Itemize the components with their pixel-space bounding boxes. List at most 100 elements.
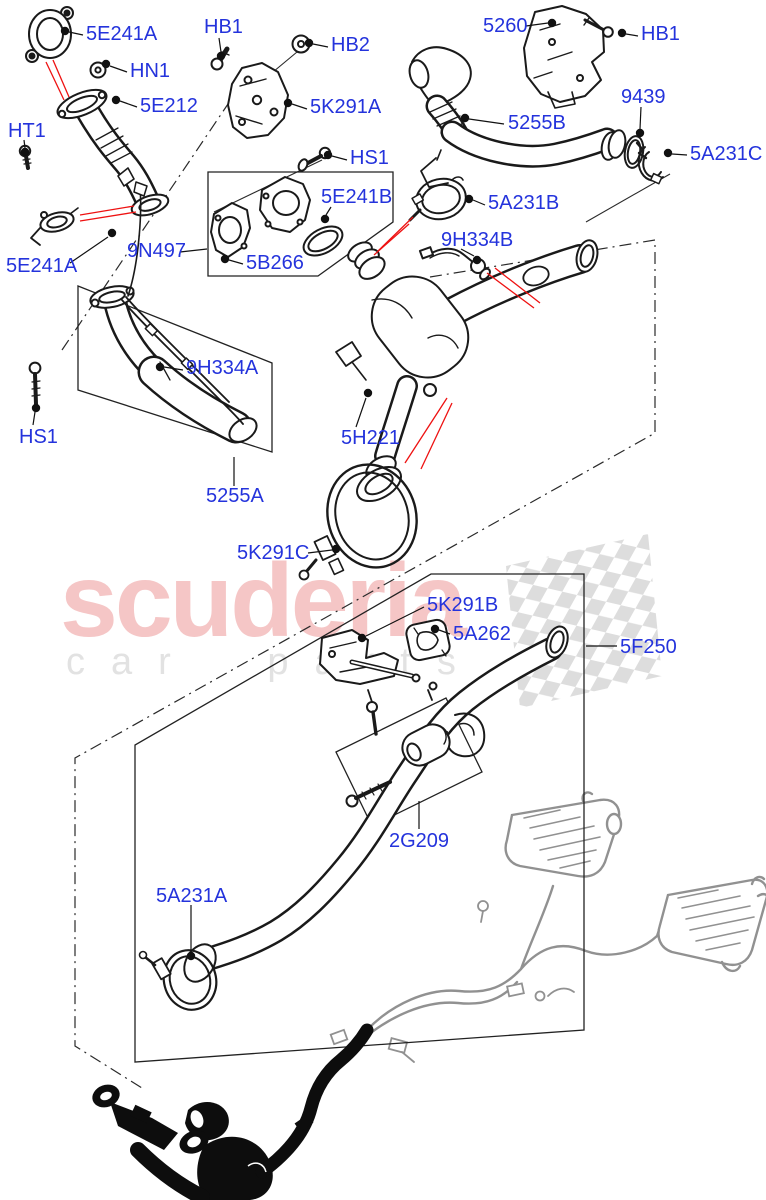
part-sensor-9h334b xyxy=(418,246,491,281)
leader-line xyxy=(625,33,639,37)
leader-line xyxy=(32,411,36,426)
part-front-pipe-5255a xyxy=(89,181,258,444)
leader-line xyxy=(468,118,505,125)
leader-dot xyxy=(323,150,333,160)
box-front-pipe xyxy=(77,285,273,453)
leader-dot xyxy=(547,18,557,28)
part-label-9N497[interactable]: 9N497 xyxy=(127,240,186,262)
part-label-5A231A[interactable]: 5A231A xyxy=(156,885,228,907)
leader-dot xyxy=(617,28,627,38)
part-label-5A231B[interactable]: 5A231B xyxy=(488,192,559,214)
callout-5k291c-23: 5K291C xyxy=(237,397,453,564)
leader-dot xyxy=(460,113,470,123)
part-clamp-5a231c xyxy=(635,141,664,185)
leader-dot xyxy=(363,388,373,398)
part-drawings xyxy=(18,5,664,1011)
leader-line xyxy=(291,103,308,110)
callout-hs1-20: HS1 xyxy=(19,403,58,448)
red-leader-line xyxy=(52,59,70,98)
part-label-5A231C[interactable]: 5A231C xyxy=(690,143,762,165)
leader-line xyxy=(472,199,486,206)
leader-line xyxy=(307,549,333,554)
callout-5b266-17: 5B266 xyxy=(220,252,304,274)
part-label-2G209[interactable]: 2G209 xyxy=(389,830,449,852)
leader-dot xyxy=(186,951,196,961)
overview-main-pipe-lower xyxy=(360,980,519,1042)
leader-line xyxy=(228,259,244,265)
box-mount-2g209 xyxy=(335,697,483,827)
part-label-5B266[interactable]: 5B266 xyxy=(246,252,304,274)
part-label-5E241A[interactable]: 5E241A xyxy=(6,255,78,277)
callout-5a231b-9: 5A231B xyxy=(373,192,559,256)
red-leader-line xyxy=(373,223,410,256)
part-label-5F250[interactable]: 5F250 xyxy=(620,636,677,658)
callout-hn1-3: HN1 xyxy=(101,59,170,82)
part-catalytic-converter-5h221 xyxy=(335,239,599,503)
callout-5a231a-28: 5A231A xyxy=(156,885,228,961)
part-label-HB2[interactable]: HB2 xyxy=(331,34,370,56)
leader-line xyxy=(68,31,84,36)
leader-line xyxy=(325,206,332,216)
leader-dot xyxy=(331,544,341,554)
part-label-HT1[interactable]: HT1 xyxy=(8,120,46,142)
part-label-5E212[interactable]: 5E212 xyxy=(140,95,198,117)
leader-line xyxy=(163,366,184,371)
part-label-5H221[interactable]: 5H221 xyxy=(341,427,400,449)
part-label-5E241A[interactable]: 5E241A xyxy=(86,23,158,45)
dash-line-upper-left xyxy=(61,103,229,351)
red-leader-line xyxy=(45,61,65,101)
leader-dot xyxy=(155,362,165,372)
part-label-HB1[interactable]: HB1 xyxy=(641,23,680,45)
part-label-HN1[interactable]: HN1 xyxy=(130,60,170,82)
part-bolt-hs1-lower xyxy=(28,361,42,406)
leader-line xyxy=(331,155,348,161)
part-label-5E241B[interactable]: 5E241B xyxy=(321,186,392,208)
leader-line xyxy=(218,37,222,53)
callout-5k291a-5: 5K291A xyxy=(283,96,382,118)
overview-center-muffler xyxy=(504,791,623,878)
part-gasket-5e241a-top xyxy=(25,6,74,63)
leader-line xyxy=(639,106,642,130)
leader-line xyxy=(69,236,109,264)
part-label-9H334A[interactable]: 9H334A xyxy=(186,357,259,379)
part-label-5K291B[interactable]: 5K291B xyxy=(427,594,498,616)
callout-5e241a-0: 5E241A xyxy=(45,23,158,101)
part-mount-2g209 xyxy=(345,723,451,808)
callout-5a262-25: 5A262 xyxy=(430,623,511,645)
callout-9h334b-15: 9H334B xyxy=(441,229,541,309)
part-label-5255A[interactable]: 5255A xyxy=(206,485,264,507)
part-label-5K291C[interactable]: 5K291C xyxy=(237,542,309,564)
part-label-5A262[interactable]: 5A262 xyxy=(453,623,511,645)
part-label-9439[interactable]: 9439 xyxy=(621,86,666,108)
part-band-clamp-5k291c xyxy=(298,463,418,581)
callout-5255b-13: 5255B xyxy=(460,112,566,134)
part-label-5K291A[interactable]: 5K291A xyxy=(310,96,382,118)
part-isolator-5a262 xyxy=(405,618,451,662)
part-label-HS1[interactable]: HS1 xyxy=(350,147,389,169)
part-label-5255B[interactable]: 5255B xyxy=(508,112,566,134)
callout-5f250-26: 5F250 xyxy=(586,636,677,658)
leader-dot xyxy=(320,214,330,224)
leader-line xyxy=(312,43,329,48)
callout-9n497-16: 9N497 xyxy=(127,240,208,262)
part-label-HS1[interactable]: HS1 xyxy=(19,426,58,448)
red-leader-line xyxy=(404,397,448,464)
leader-line xyxy=(438,629,451,635)
callout-5h221-21: 5H221 xyxy=(341,388,400,449)
red-leader-line xyxy=(420,402,453,470)
part-label-HB1[interactable]: HB1 xyxy=(204,16,243,38)
part-label-9H334B[interactable]: 9H334B xyxy=(441,229,513,251)
callout-hs1-7: HS1 xyxy=(323,147,389,169)
callout-hb1-11: HB1 xyxy=(617,23,680,45)
leader-dot xyxy=(464,194,474,204)
callout-hb1-1: HB1 xyxy=(204,16,243,61)
part-gasket-plate-9n497 xyxy=(210,202,251,258)
callout-5260-10: 5260 xyxy=(483,15,557,37)
leader-line xyxy=(671,153,688,156)
part-label-5260[interactable]: 5260 xyxy=(483,15,528,37)
dash-box-middle xyxy=(74,239,656,1089)
leader-dot xyxy=(304,38,314,48)
